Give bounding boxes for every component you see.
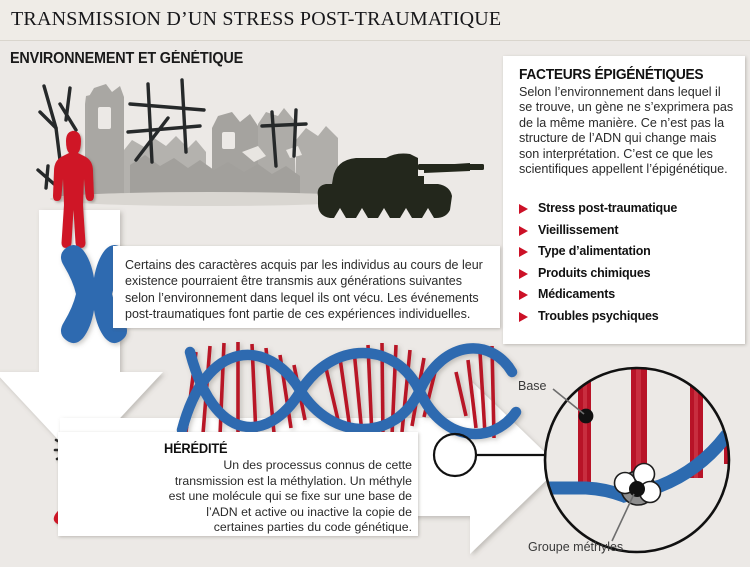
list-item[interactable]: Médicaments xyxy=(519,285,739,307)
transmission-text-panel: Certains des caractères acquis par les i… xyxy=(113,246,500,328)
list-item-label: Produits chimiques xyxy=(538,264,651,280)
methyl-group-icon xyxy=(613,462,662,506)
ruins-icon xyxy=(50,84,370,206)
transmission-body: Certains des caractères acquis par les i… xyxy=(125,258,483,321)
page-title: TRANSMISSION D’UN STRESS POST-TRAUMATIQU… xyxy=(11,8,502,30)
triangle-right-icon xyxy=(519,204,528,214)
heredity-panel: HÉRÉDITÉ Un des processus connus de cett… xyxy=(58,432,418,536)
epigenetics-panel: FACTEURS ÉPIGÉNÉTIQUES Selon l’environne… xyxy=(503,56,745,344)
list-item-label: Médicaments xyxy=(538,286,615,301)
heredity-heading: HÉRÉDITÉ xyxy=(164,441,228,456)
dna-helix-icon xyxy=(176,342,522,440)
list-item-label: Troubles psychiques xyxy=(538,307,659,323)
list-item-label: Stress post-traumatique xyxy=(538,200,678,215)
heredity-body: Un des processus connus de cette transmi… xyxy=(168,458,412,535)
epigenetic-factor-list: Stress post-traumatique Vieillissement T… xyxy=(519,199,739,328)
rebar-icon xyxy=(36,78,308,190)
triangle-right-icon xyxy=(519,247,528,257)
triangle-right-icon xyxy=(519,290,528,300)
epigenetics-body: Selon l’environnement dans lequel il se … xyxy=(519,85,734,177)
list-item[interactable]: Troubles psychiques xyxy=(519,307,739,329)
methyl-callout-label: Groupe méthyles xyxy=(528,540,623,554)
base-dot xyxy=(578,408,594,424)
epigenetics-heading: FACTEURS ÉPIGÉNÉTIQUES xyxy=(519,67,704,83)
triangle-right-icon xyxy=(519,311,528,322)
list-item[interactable]: Type d’alimentation xyxy=(519,242,739,264)
list-item[interactable]: Produits chimiques xyxy=(519,264,739,286)
base-callout-label: Base xyxy=(518,379,547,393)
list-item-label: Type d’alimentation xyxy=(538,243,651,258)
magnifier-content xyxy=(545,368,729,552)
triangle-right-icon xyxy=(519,225,528,236)
magnifier-source-circle xyxy=(432,432,478,478)
methyl-callout-line xyxy=(611,493,635,542)
tank-icon xyxy=(317,153,484,218)
list-item[interactable]: Vieillissement xyxy=(519,221,739,243)
title-band xyxy=(0,0,750,41)
person-icon xyxy=(53,130,94,248)
list-item-label: Vieillissement xyxy=(538,221,619,237)
list-item[interactable]: Stress post-traumatique xyxy=(519,199,739,221)
section-heading-environment: ENVIRONNEMENT ET GÉNÉTIQUE xyxy=(10,50,244,67)
base-callout-line xyxy=(552,388,585,415)
magnifier-circle-icon xyxy=(543,366,731,554)
triangle-right-icon xyxy=(519,268,528,279)
